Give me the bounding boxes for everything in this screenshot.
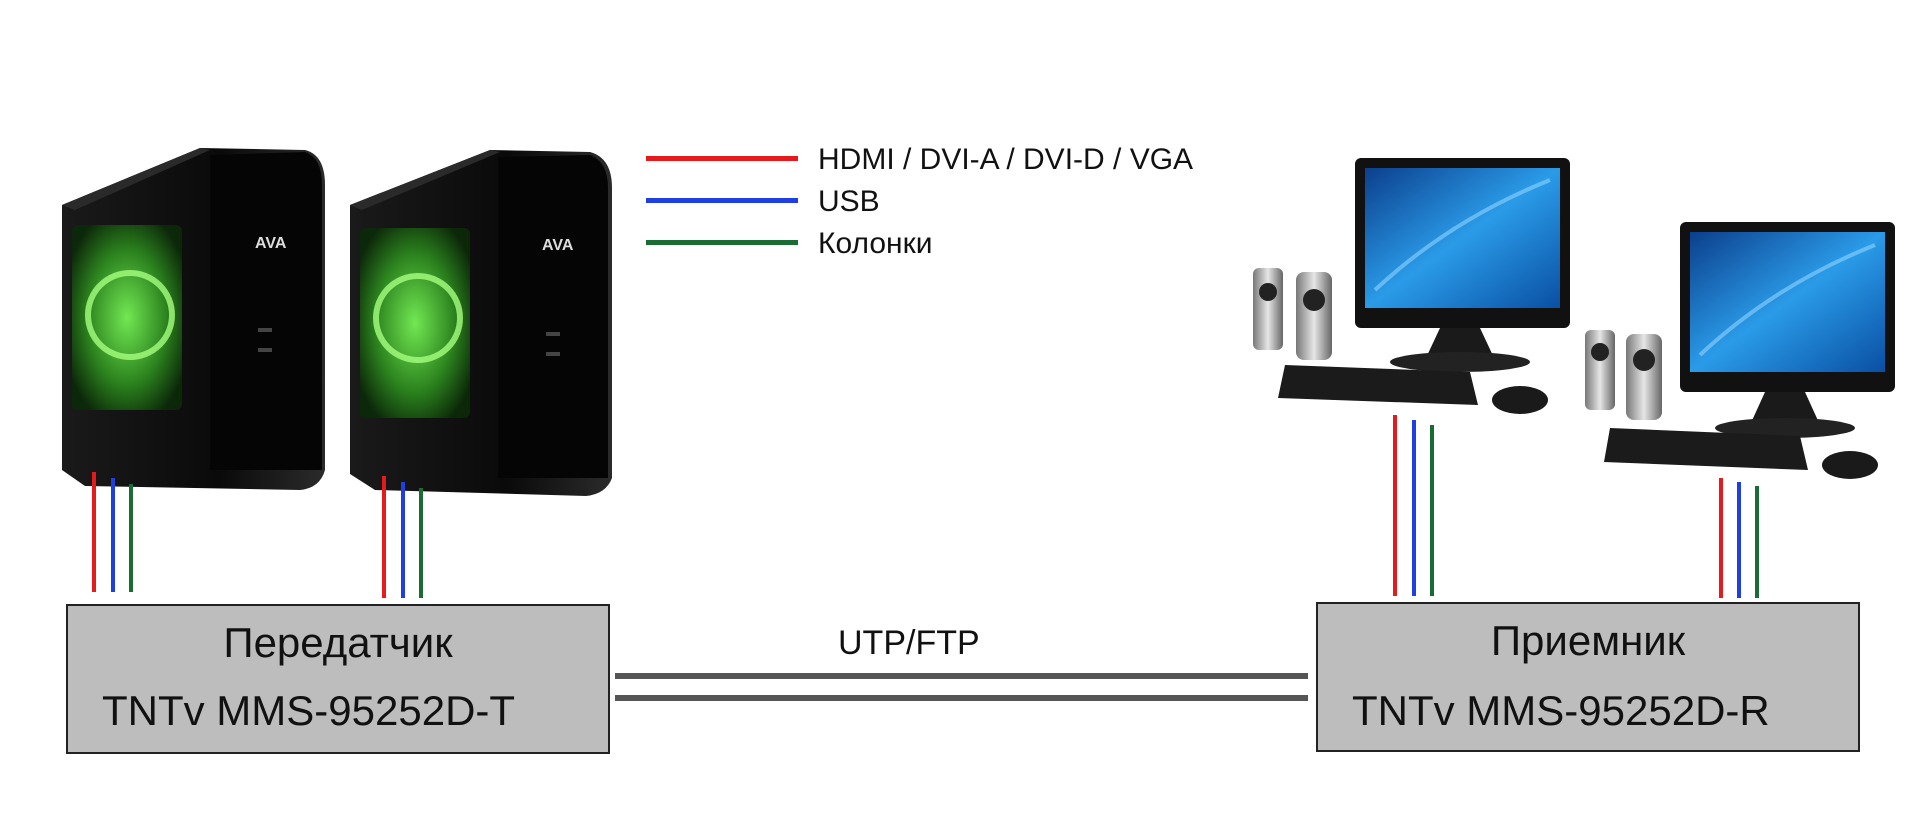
workstation1-cables: [1393, 415, 1434, 596]
legend-label-speakers: Колонки: [818, 227, 933, 260]
transmitter-title: Передатчик: [223, 619, 453, 666]
receiver-title: Приемник: [1490, 617, 1686, 664]
pc-tower-icon: AVA: [350, 150, 612, 496]
utp-link-label: UTP/FTP: [838, 624, 980, 662]
legend-line-hdmi: [646, 156, 798, 161]
receiver-box: Приемник TNTv MMS-95252D-R: [1316, 602, 1860, 752]
pc-tower-icon: AVA: [62, 148, 325, 490]
legend-label-usb: USB: [818, 185, 880, 218]
legend-label-hdmi: HDMI / DVI-A / DVI-D / VGA: [818, 143, 1194, 176]
transmitter-box: Передатчик TNTv MMS-95252D-T: [66, 604, 610, 754]
legend-line-speakers: [646, 240, 798, 245]
pc2-cables: [382, 476, 423, 598]
receiver-model: TNTv MMS-95252D-R: [1352, 687, 1770, 734]
svg-text:AVA: AVA: [542, 237, 574, 254]
workstation-icon: [1253, 158, 1570, 414]
transmitter-model: TNTv MMS-95252D-T: [102, 687, 516, 734]
legend-line-usb: [646, 198, 798, 203]
pc1-cables: [92, 472, 133, 592]
workstation2-cables: [1719, 478, 1759, 598]
svg-text:AVA: AVA: [255, 235, 287, 252]
workstation-icon: [1585, 222, 1895, 479]
utp-link-lines: [615, 673, 1308, 701]
